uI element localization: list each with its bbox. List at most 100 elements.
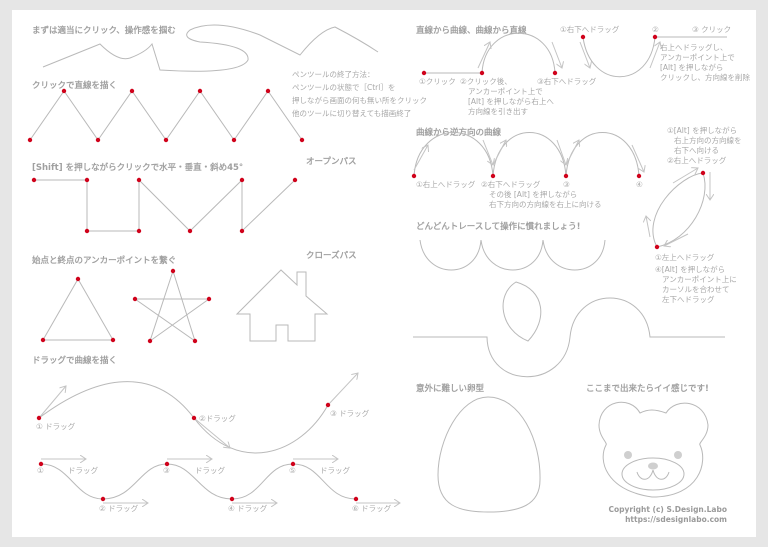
drag-label: ③ ドラッグ xyxy=(330,408,370,418)
svg-text:左下へドラッグ: 左下へドラッグ xyxy=(662,294,715,304)
leaf-path xyxy=(652,172,706,248)
svg-text:ドラッグ: ドラッグ xyxy=(320,465,350,475)
direction-arrow xyxy=(672,168,698,184)
svg-text:その後 [Alt] を押しながら: その後 [Alt] を押しながら xyxy=(489,189,577,199)
svg-text:右下方向の方向線を右上に向ける: 右下方向の方向線を右上に向ける xyxy=(489,199,602,209)
shift-anchors xyxy=(31,177,298,234)
svg-text:[Alt] を押しながら: [Alt] を押しながら xyxy=(660,62,723,72)
svg-text:ペンツールの状態で［Ctrl］を: ペンツールの状態で［Ctrl］を xyxy=(292,82,395,92)
scribble-path xyxy=(42,24,379,72)
svg-text:ドラッグ: ドラッグ xyxy=(195,465,225,475)
leaf-note-top: ①[Alt] を押しながら 右上方向の方向線を 右下へ向ける ②右上へドラッグ xyxy=(667,125,742,165)
svg-text:押しながら画面の何も無い所をクリック: 押しながら画面の何も無い所をクリック xyxy=(292,95,427,105)
heading-straight: クリックで直線を描く xyxy=(32,80,117,91)
wave-arrows xyxy=(41,459,400,503)
drag-curve-path xyxy=(38,381,329,454)
direction-arrow xyxy=(477,42,490,69)
direction-arrow xyxy=(551,41,562,68)
triangle-anchors xyxy=(40,276,116,343)
svg-text:①: ① xyxy=(37,466,44,475)
drag-label: ① ドラッグ xyxy=(36,421,76,431)
heading-connect: 始点と終点のアンカーポイントを繋ぐ xyxy=(32,255,176,266)
svg-text:②右下へドラッグ: ②右下へドラッグ xyxy=(481,179,541,189)
practice-sheet xyxy=(12,10,756,537)
pen-exit-note: ペンツールの終了方法： ペンツールの状態で［Ctrl］を 押しながら画面の何も無… xyxy=(292,69,427,118)
line-curve-anchors-a xyxy=(421,70,558,76)
direction-arrow xyxy=(38,386,66,419)
svg-text:他のツールに切り替えても描画終了: 他のツールに切り替えても描画終了 xyxy=(292,108,411,118)
svg-text:アンカーポイント上に: アンカーポイント上に xyxy=(662,275,737,284)
wave-path xyxy=(40,463,357,500)
svg-text:アンカーポイント上で: アンカーポイント上で xyxy=(468,87,543,96)
svg-text:①左上へドラッグ: ①左上へドラッグ xyxy=(655,252,715,262)
step-label: ③ xyxy=(563,180,570,189)
heading-open-path: オープンパス xyxy=(306,156,357,167)
heading-egg: 意外に難しい卵型 xyxy=(416,383,485,394)
svg-text:[Alt] を押しながら右上へ: [Alt] を押しながら右上へ xyxy=(468,96,554,106)
direction-arrow xyxy=(646,216,650,238)
svg-text:② ドラッグ: ② ドラッグ xyxy=(99,503,139,513)
line-curve-path-b xyxy=(582,36,727,78)
wave-anchors xyxy=(38,461,359,502)
line-curve-path-a xyxy=(424,32,556,74)
heading-bear: ここまで出来たらイイ感じです! xyxy=(586,383,709,394)
svg-text:ペンツールの終了方法：: ペンツールの終了方法： xyxy=(292,69,375,79)
step-label: ② xyxy=(652,25,659,34)
svg-text:①[Alt] を押しながら: ①[Alt] を押しながら xyxy=(667,125,737,135)
svg-text:④ ドラッグ: ④ ドラッグ xyxy=(228,503,268,513)
house-shape xyxy=(235,269,329,342)
zigzag-path xyxy=(29,90,303,141)
svg-text:右下へ向ける: 右下へ向ける xyxy=(674,145,719,155)
triangle-shape xyxy=(42,277,114,341)
step-label: ③右下へドラッグ xyxy=(537,76,597,86)
trace-s-path xyxy=(413,297,725,378)
star-anchors xyxy=(132,268,212,344)
scallop-path xyxy=(419,239,606,271)
svg-text:クリックし、方向線を削除: クリックし、方向線を削除 xyxy=(660,72,750,82)
egg-path xyxy=(437,396,541,513)
step-label: ②右下へドラッグ その後 [Alt] を押しながら 右下方向の方向線を右上に向け… xyxy=(481,179,602,209)
trace-leaf-path xyxy=(502,281,542,342)
heading-shift: [Shift] を押しながらクリックで水平・垂直・斜め45° xyxy=(32,162,243,173)
direction-arrow xyxy=(193,417,230,448)
svg-text:⑤: ⑤ xyxy=(289,466,296,475)
heading-closed-path: クローズパス xyxy=(306,250,357,261)
leaf-anchors xyxy=(654,170,706,250)
svg-text:カーソルを合わせて: カーソルを合わせて xyxy=(662,284,730,294)
step-label: ①クリック xyxy=(419,77,456,86)
drag-curve-anchors xyxy=(36,402,331,421)
step-label: ①右上へドラッグ xyxy=(416,179,476,189)
svg-text:右上方向の方向線を: 右上方向の方向線を xyxy=(674,135,742,145)
direction-arrow xyxy=(579,41,590,68)
svg-text:方向線を引き出す: 方向線を引き出す xyxy=(468,106,528,116)
reverse-curve-path xyxy=(413,132,640,177)
svg-text:③: ③ xyxy=(163,466,170,475)
step-label: ③ クリック xyxy=(692,25,731,34)
step-label: ②クリック後、 アンカーポイント上で [Alt] を押しながら右上へ 方向線を引… xyxy=(460,76,554,116)
heading-line-curve: 直線から曲線、曲線から直線 xyxy=(416,25,527,36)
wave-labels: ① ドラッグ ② ドラッグ ③ ドラッグ ④ ドラッグ ⑤ ドラッグ ⑥ ドラッグ xyxy=(37,465,392,513)
svg-text:ドラッグ: ドラッグ xyxy=(68,465,98,475)
star-shape xyxy=(133,269,211,343)
drag-label: ②ドラッグ xyxy=(199,413,236,423)
heading-drag-curve: ドラッグで曲線を描く xyxy=(32,355,117,366)
leaf-note-bottom: ①左上へドラッグ ④[Alt] を押しながら アンカーポイント上に カーソルを合… xyxy=(655,252,737,304)
svg-text:⑥ ドラッグ: ⑥ ドラッグ xyxy=(352,503,392,513)
reverse-arrows xyxy=(413,140,644,172)
svg-text:アンカーポイント上で: アンカーポイント上で xyxy=(660,53,735,62)
zigzag-anchors xyxy=(27,88,305,143)
step-note: 右上へドラッグし、 アンカーポイント上で [Alt] を押しながら クリックし、… xyxy=(660,42,750,82)
shift-path xyxy=(34,178,296,233)
heading-random-click: まずは適当にクリック、操作感を掴む xyxy=(32,25,176,36)
svg-text:④[Alt] を押しながら: ④[Alt] を押しながら xyxy=(655,264,725,274)
svg-text:https://sdesignlabo.com: https://sdesignlabo.com xyxy=(625,515,727,524)
copyright: Copyright (c) S.Design.Labo https://sdes… xyxy=(608,505,727,524)
svg-text:②右上へドラッグ: ②右上へドラッグ xyxy=(667,155,727,165)
svg-text:②クリック後、: ②クリック後、 xyxy=(460,76,512,86)
direction-arrow xyxy=(649,42,660,69)
direction-arrow xyxy=(327,373,358,406)
line-curve-anchors-b xyxy=(580,34,658,40)
reverse-anchors xyxy=(411,173,642,179)
heading-trace: どんどんトレースして操作に慣れましょう! xyxy=(416,221,580,232)
